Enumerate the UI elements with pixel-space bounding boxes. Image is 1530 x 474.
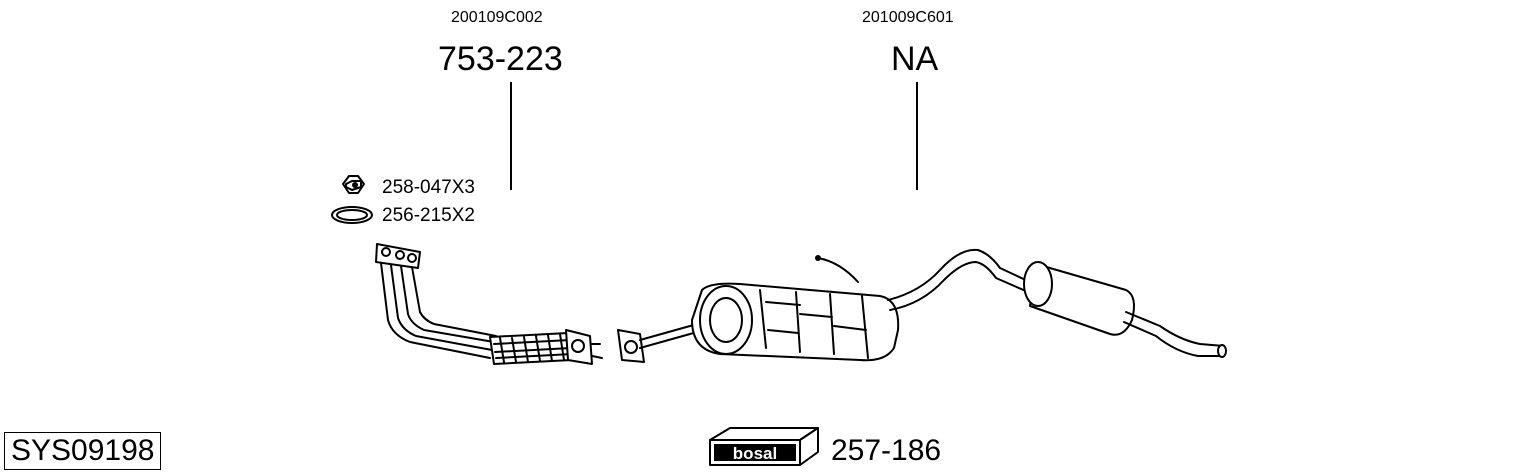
oe-number-front: 200109C002 [451,9,543,26]
nut-icon [342,175,365,194]
part-number-front[interactable]: 753-223 [438,40,563,78]
front-pipe[interactable] [375,243,603,365]
kit-number[interactable]: 257-186 [831,434,942,467]
part-number-rear[interactable]: NA [891,40,939,78]
oe-number-rear: 201009C601 [862,9,954,26]
middle-silencer[interactable] [639,255,900,362]
gasket-part-number[interactable]: 256-215X2 [382,205,475,226]
nut-part-number[interactable]: 258-047X3 [382,177,475,198]
center-flange[interactable] [617,329,645,363]
gasket-ring-icon [331,206,373,224]
leader-line-rear [916,82,918,190]
leader-line-front [510,82,512,190]
bosal-logo: bosal [709,427,819,466]
system-code: SYS09198 [4,432,162,470]
rear-silencer[interactable] [887,248,1227,358]
brand-logo-text: bosal [733,444,777,463]
